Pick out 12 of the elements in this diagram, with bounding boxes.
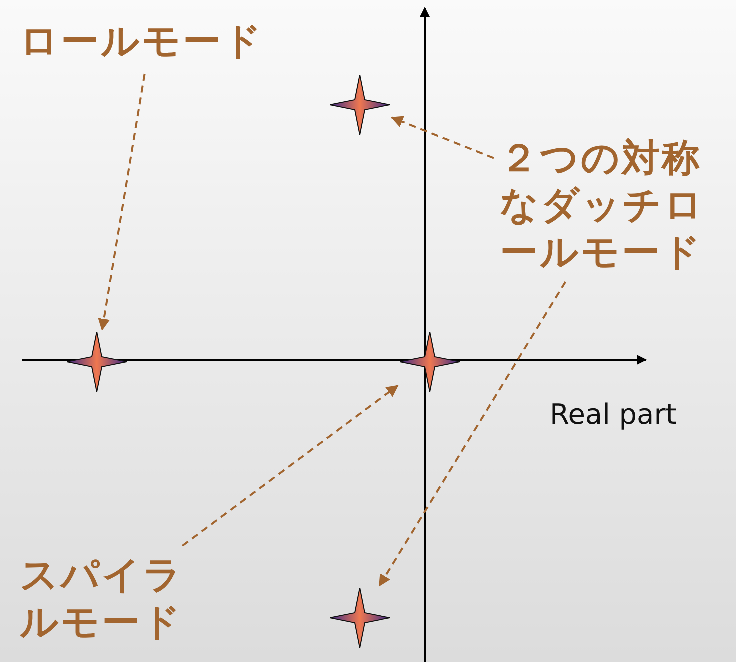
- pole-star-icon: [67, 332, 127, 392]
- callout-text: スパイラルモード: [20, 552, 200, 646]
- pole-star-icon: [330, 75, 390, 135]
- axis-label: Real part: [550, 398, 677, 431]
- leader-arrow: [378, 281, 567, 587]
- pole-star-icon: [330, 588, 390, 648]
- leader-arrow: [98, 74, 146, 331]
- pole-star-icon: [400, 332, 460, 392]
- leader-arrow: [391, 116, 494, 160]
- leader-arrow: [182, 385, 399, 547]
- callout-text: ２つの対称なダッチロールモード: [500, 135, 725, 276]
- callout-text: ロールモード: [20, 18, 280, 65]
